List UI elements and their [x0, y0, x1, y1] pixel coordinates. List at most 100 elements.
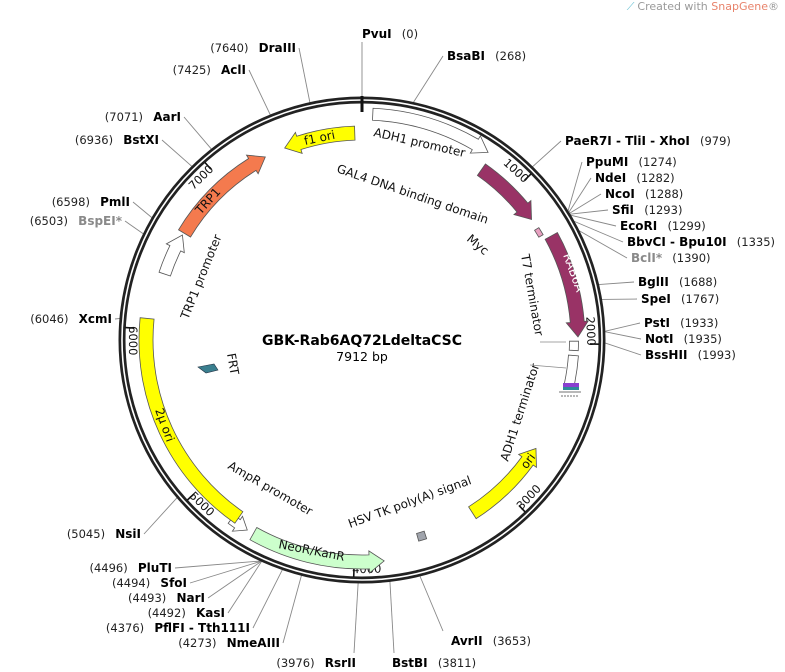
enzyme-bglii[interactable]: BglII (1688)	[638, 271, 717, 290]
enzyme-name: XcmI	[79, 312, 112, 326]
enzyme-pflfi-tth111i[interactable]: (4376) PflFI - Tth111I	[106, 617, 250, 636]
enzyme-position: (1688)	[679, 275, 717, 289]
credit-brand: SnapGene	[711, 0, 768, 13]
enzyme-acli[interactable]: (7425) AclI	[173, 59, 246, 78]
enzyme-position: (6503)	[30, 214, 68, 228]
cut-site-line	[570, 214, 617, 227]
feature-label-frt: FRT	[224, 352, 242, 376]
enzyme-position: (1335)	[737, 235, 775, 249]
enzyme-sfoi[interactable]: (4494) SfoI	[112, 572, 187, 591]
feature-adh1-promoter[interactable]	[372, 107, 489, 154]
cut-site-line	[114, 317, 121, 320]
cut-site-line	[189, 560, 262, 584]
enzyme-kasi[interactable]: (4492) KasI	[148, 602, 225, 621]
enzyme-position: (4376)	[106, 621, 144, 635]
feature-trp1[interactable]	[177, 154, 266, 238]
feature-trp1-promoter[interactable]	[158, 234, 185, 277]
cut-site-line	[604, 322, 641, 332]
plasmid-name: GBK-Rab6AQ72LdeltaCSC	[262, 333, 462, 349]
enzyme-name: PaeR7I - TliI - XhoI	[565, 134, 690, 148]
enzyme-xcmi[interactable]: (6046) XcmI	[30, 308, 112, 327]
feature-neor-kanr[interactable]	[249, 526, 385, 574]
enzyme-ecori[interactable]: EcoRI (1299)	[620, 215, 706, 234]
enzyme-position: (5045)	[67, 527, 105, 541]
cut-site-line	[227, 561, 263, 614]
feature-hsv-tk-poly-a-signal[interactable]	[416, 530, 428, 542]
feature-label-trp1-promoter: TRP1 promoter	[177, 232, 224, 322]
enzyme-position: (1282)	[636, 171, 674, 185]
feature-label-hsv-tk: HSV TK poly(A) signal	[346, 473, 473, 531]
feature-adh1-terminator[interactable]	[563, 354, 579, 387]
enzyme-position: (7425)	[173, 63, 211, 77]
enzyme-name: RsrII	[325, 656, 356, 670]
enzyme-sfii[interactable]: SfiI (1293)	[612, 199, 682, 218]
enzyme-bspei[interactable]: (6503) BspEI*	[30, 210, 123, 229]
enzyme-nmeaiii[interactable]: (4273) NmeAIII	[178, 632, 280, 651]
enzyme-bsshii[interactable]: BssHII (1993)	[645, 344, 736, 363]
enzyme-psti[interactable]: PstI (1933)	[644, 312, 718, 331]
enzyme-avrii[interactable]: AvrII (3653)	[451, 630, 531, 649]
credit-suffix: ®	[768, 0, 779, 13]
cut-site-line	[598, 281, 635, 285]
enzyme-bsabi[interactable]: BsaBI (268)	[447, 45, 526, 64]
enzyme-position: (0)	[402, 27, 418, 41]
enzyme-position: (7071)	[105, 110, 143, 124]
enzyme-rsrii[interactable]: (3976) RsrII	[276, 652, 356, 671]
enzyme-name: PluTI	[138, 561, 172, 575]
enzyme-ndei[interactable]: NdeI (1282)	[595, 167, 675, 186]
enzyme-name: BglII	[638, 275, 669, 289]
enzyme-position: (1274)	[639, 155, 677, 169]
enzyme-bbvci-bpu10i[interactable]: BbvCI - Bpu10I (1335)	[627, 231, 775, 250]
enzyme-bstbi[interactable]: BstBI (3811)	[392, 652, 476, 671]
enzyme-name: BclI*	[631, 251, 663, 265]
enzyme-position: (1299)	[667, 219, 705, 233]
misc-small-features	[559, 383, 581, 397]
feature-t7-terminator[interactable]	[568, 340, 579, 352]
enzyme-name: SpeI	[641, 292, 671, 306]
cut-site-line	[353, 582, 359, 654]
enzyme-bcli[interactable]: BclI* (1390)	[631, 247, 711, 266]
enzyme-position: (6936)	[75, 133, 113, 147]
feature-rab6a[interactable]	[544, 232, 589, 338]
enzyme-spei[interactable]: SpeI (1767)	[641, 288, 719, 307]
enzyme-position: (1390)	[672, 251, 710, 265]
enzyme-nsii[interactable]: (5045) NsiI	[67, 523, 141, 542]
feature-myc[interactable]	[534, 227, 544, 238]
feature-ori[interactable]	[468, 447, 537, 520]
enzyme-bstxi[interactable]: (6936) BstXI	[75, 129, 159, 148]
enzyme-aari[interactable]: (7071) AarI	[105, 106, 181, 125]
snapgene-credit: ⟋Created with SnapGene®	[627, 0, 779, 14]
enzyme-name: BbvCI - Bpu10I	[627, 235, 727, 249]
feature-2-ori[interactable]	[138, 317, 244, 524]
enzyme-name: NarI	[176, 591, 205, 605]
enzyme-draiii[interactable]: (7640) DraIII	[210, 37, 296, 56]
enzyme-noti[interactable]: NotI (1935)	[645, 328, 722, 347]
plasmid-size: 7912 bp	[336, 349, 388, 364]
enzyme-ppumi[interactable]: PpuMI (1274)	[586, 151, 677, 170]
enzyme-name: BspEI*	[78, 214, 123, 228]
enzyme-position: (268)	[495, 49, 526, 63]
tick-label: 2000	[583, 316, 598, 346]
frt-feature[interactable]	[197, 363, 219, 374]
enzyme-name: BssHII	[645, 348, 687, 362]
cut-site-line	[569, 209, 609, 215]
enzyme-nari[interactable]: (4493) NarI	[128, 587, 205, 606]
enzyme-name: NdeI	[595, 171, 626, 185]
enzyme-name: BstBI	[392, 656, 428, 670]
enzyme-ncoi[interactable]: NcoI (1288)	[605, 183, 683, 202]
enzyme-name: PstI	[644, 316, 670, 330]
enzyme-pvui[interactable]: PvuI (0)	[362, 23, 418, 42]
enzyme-paer7i-tlii-xhoi[interactable]: PaeR7I - TliI - XhoI (979)	[565, 130, 731, 149]
cut-site-line	[124, 220, 144, 235]
enzyme-pluti[interactable]: (4496) PluTI	[89, 557, 172, 576]
cut-site-line	[573, 220, 624, 243]
feature-gal4-dna-binding-domain[interactable]	[476, 163, 532, 221]
enzyme-name: SfiI	[612, 203, 634, 217]
enzyme-name: BsaBI	[447, 49, 485, 63]
cut-site-line	[183, 116, 212, 150]
cut-site-line	[532, 140, 562, 168]
feature-f1-ori[interactable]	[284, 125, 356, 154]
enzyme-position: (7640)	[210, 41, 248, 55]
enzyme-pmli[interactable]: (6598) PmlI	[52, 191, 130, 210]
cut-site-line	[161, 139, 193, 167]
